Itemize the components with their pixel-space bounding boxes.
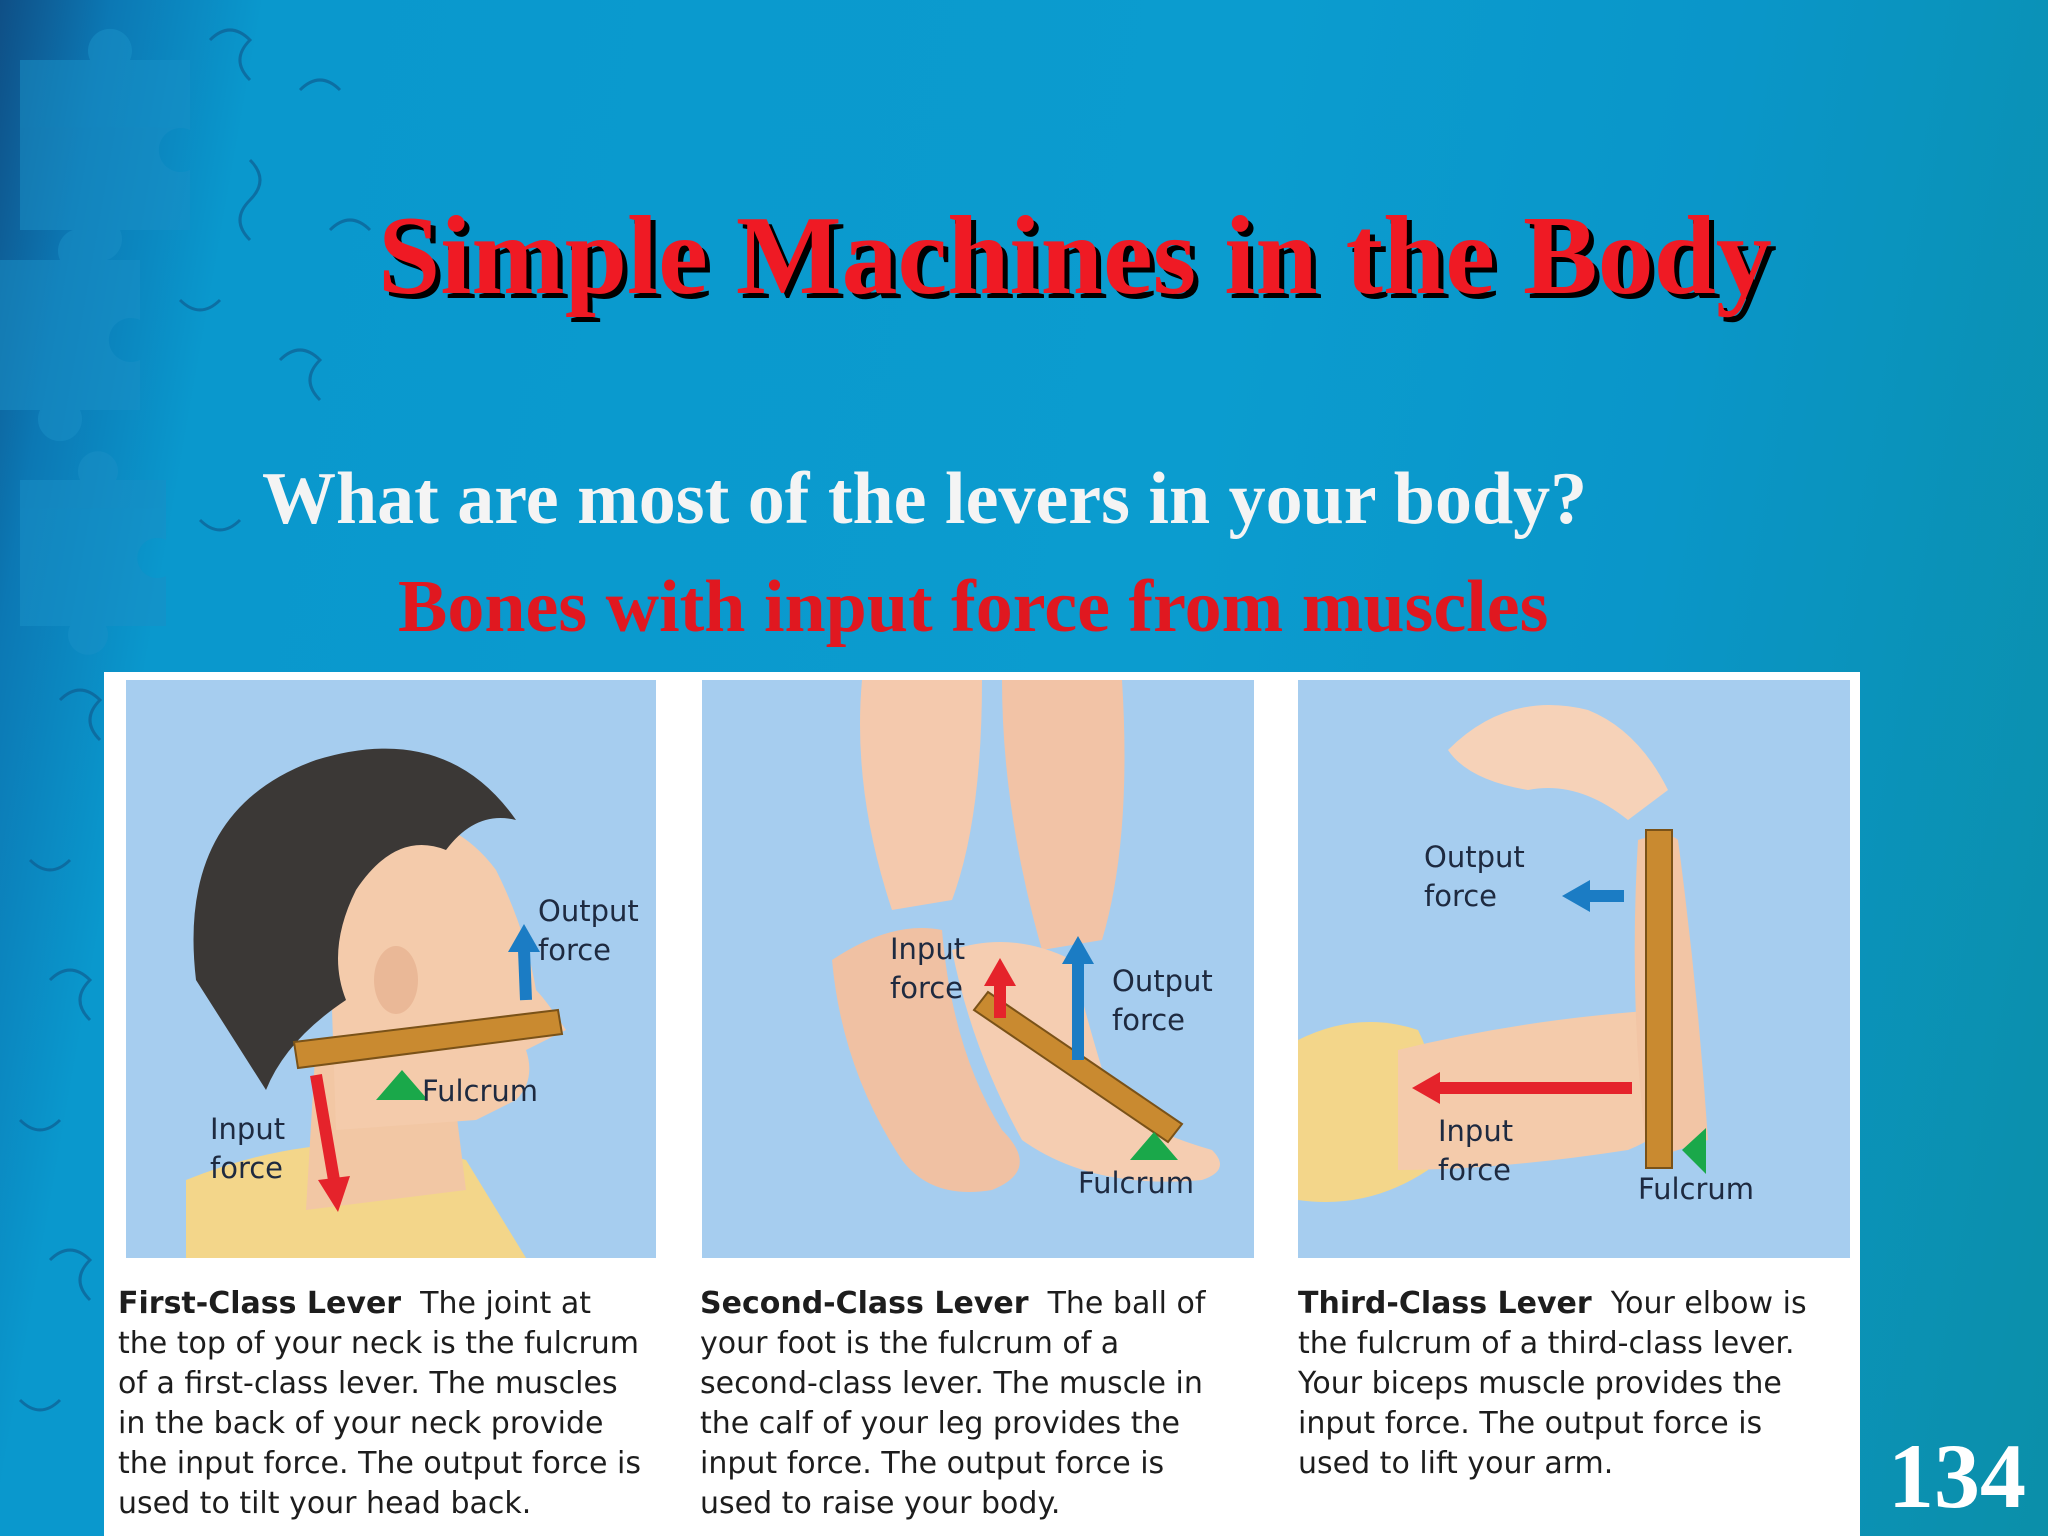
input-force-label: Input force (210, 1112, 286, 1185)
input-force-label: Input force (1438, 1114, 1514, 1187)
neck-illustration (186, 748, 566, 1258)
input-force-label: Input force (890, 932, 966, 1005)
panel-second-class-lever: Input force Output force Fulcrum (702, 680, 1254, 1258)
caption-first-class: First-Class Lever The joint at the top o… (118, 1284, 648, 1524)
caption-second-class: Second-Class Lever The ball of your foot… (700, 1284, 1230, 1524)
output-force-label: Output force (538, 894, 639, 967)
caption-heading: Second-Class Lever (700, 1286, 1029, 1321)
output-force-label: Output force (1424, 840, 1525, 913)
foot-illustration (832, 680, 1220, 1192)
panel-third-class-lever: Output force Input force Fulcrum (1298, 680, 1850, 1258)
question-text: What are most of the levers in your body… (262, 458, 1588, 540)
caption-body: Your elbow is the fulcrum of a third-cla… (1298, 1286, 1807, 1481)
caption-third-class: Third-Class Lever Your elbow is the fulc… (1298, 1284, 1818, 1484)
caption-heading: Third-Class Lever (1298, 1286, 1592, 1321)
output-force-label: Output force (1112, 964, 1213, 1037)
page-number: 134 (1888, 1425, 2026, 1527)
caption-heading: First-Class Lever (118, 1286, 402, 1321)
puzzle-background (0, 28, 372, 1412)
fulcrum-label: Fulcrum (422, 1074, 539, 1108)
caption-body: The ball of your foot is the fulcrum of … (700, 1286, 1206, 1521)
fulcrum-label: Fulcrum (1078, 1166, 1195, 1200)
panel-first-class-lever: Output force Fulcrum Input force (126, 680, 656, 1258)
slide-title: Simple Machines in the Body (378, 194, 1772, 318)
caption-body: The joint at the top of your neck is the… (118, 1286, 641, 1521)
fulcrum-label: Fulcrum (1638, 1172, 1755, 1206)
lever-figure: Output force Fulcrum Input force (104, 672, 1860, 1536)
answer-text: Bones with input force from muscles (398, 566, 1549, 648)
arm-illustration (1298, 705, 1708, 1202)
